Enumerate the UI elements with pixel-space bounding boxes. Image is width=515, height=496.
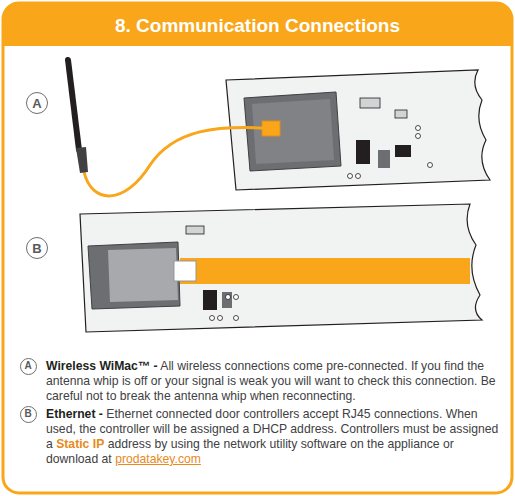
antenna-whip — [68, 60, 79, 150]
component — [356, 140, 370, 164]
antenna-connector — [262, 121, 280, 136]
callout-letter: A — [32, 97, 41, 110]
term-heading: Ethernet - — [46, 407, 103, 421]
circuit-board — [226, 70, 490, 190]
ethernet-jack-face — [108, 248, 178, 302]
paragraph: Wireless WiMac™ - All wireless connectio… — [46, 359, 504, 404]
antenna-cable — [84, 127, 264, 195]
ethernet-jack — [88, 242, 180, 309]
callout-letter: A — [24, 361, 31, 371]
component — [395, 145, 411, 157]
description: address by using the network utility sof… — [46, 437, 454, 466]
pads — [210, 295, 239, 321]
callout-circle: A — [20, 358, 37, 375]
antenna-base — [76, 147, 88, 173]
highlight-term: Static IP — [56, 437, 104, 451]
callout-circle: B — [20, 406, 37, 423]
pads — [348, 126, 433, 179]
ethernet-cable — [180, 258, 470, 284]
radio-module-face — [252, 99, 334, 164]
panel-border — [3, 3, 512, 493]
component — [395, 110, 407, 118]
circuit-board — [80, 204, 482, 332]
radio-module — [244, 92, 341, 171]
component — [222, 292, 232, 308]
callout-letter: B — [24, 409, 31, 419]
callout-letter: B — [32, 242, 41, 255]
callout-circle: A — [26, 92, 48, 114]
callout-circle: B — [26, 237, 48, 259]
rj45-plug — [174, 261, 196, 281]
component — [186, 226, 204, 234]
web-link: prodatakey.com — [115, 452, 201, 466]
component — [360, 98, 380, 108]
paragraph: Ethernet - Ethernet connected door contr… — [46, 407, 504, 467]
component — [378, 150, 390, 168]
title: 8. Communication Connections — [0, 6, 515, 46]
term-heading: Wireless WiMac™ - — [46, 359, 158, 373]
component — [203, 290, 217, 310]
